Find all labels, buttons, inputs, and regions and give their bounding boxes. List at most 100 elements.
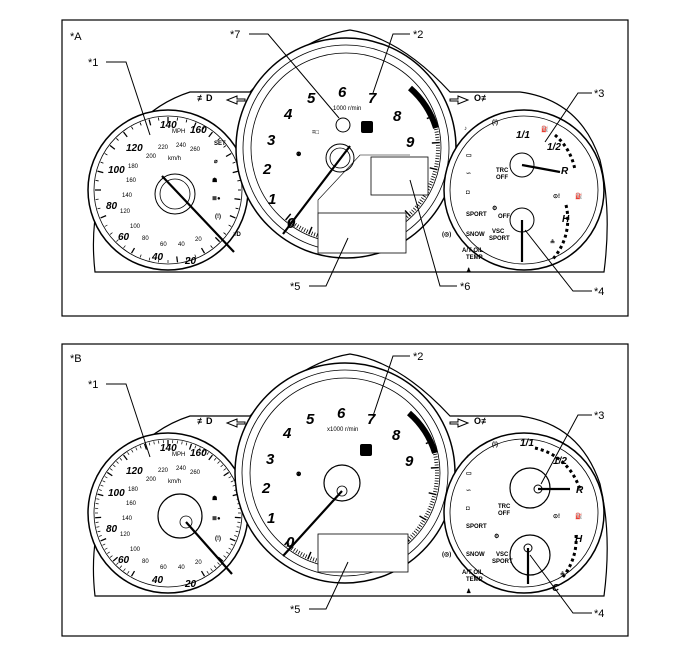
airbag-icon-a: ♟: [466, 267, 471, 274]
tacho-b-3: 3: [266, 451, 275, 468]
speedo-b-kmh-200: 200: [146, 477, 157, 483]
airbag-off-icon-b: [360, 444, 372, 456]
speedo-b-mph-160: 160: [190, 448, 207, 459]
callout-a-2: *2: [413, 29, 423, 41]
snow-label-b: SNOW: [466, 552, 485, 558]
speedo-a-hub: [160, 179, 190, 209]
speedo-b-kmh-60: 60: [160, 565, 167, 571]
sport-label-a: SPORT: [466, 212, 487, 218]
tachometer-b: 0 1 2 3 4 5 6 7 8 9 x1000 r/min ⚉: [235, 363, 455, 583]
fuel-a-reserve: R: [561, 166, 569, 177]
check-engine-icon-b: ◘: [466, 506, 470, 512]
seatbelt-lamp-icon: ☗: [212, 177, 217, 184]
at-oil-label-b: A/T OIL: [462, 570, 484, 576]
set-indicator: SET: [214, 141, 226, 147]
speedo-b-kmh-260: 260: [190, 470, 201, 476]
at-temp-label-a: TEMP: [466, 255, 483, 261]
vsc-off-icon-b: ⚙: [494, 533, 499, 540]
tacho-a-6: 6: [338, 84, 347, 101]
at-temp-label-b: TEMP: [466, 577, 483, 583]
airbag-off-icon: [361, 121, 373, 133]
speedo-b-kmh-80: 80: [142, 559, 149, 565]
coolant-temp-icon-b: ≗: [560, 571, 565, 578]
callout-a-3: *3: [594, 88, 604, 100]
tacho-b-2: 2: [261, 480, 271, 497]
door-open-icon-b: ⚉: [296, 471, 301, 478]
rear-fog-icon-a: O≢: [474, 93, 490, 103]
trc-label-b: TRC: [498, 504, 511, 510]
speedo-b-kmh-160: 160: [126, 501, 137, 507]
speedo-b-kmh-140: 140: [122, 516, 133, 522]
vsc-off-icon-a: ⚙: [492, 205, 497, 212]
battery-icon-b: ▭: [466, 471, 472, 477]
callout-a-5: *5: [290, 281, 300, 293]
speedo-a-mph-40: 40: [151, 252, 164, 263]
callout-a-7: *7: [230, 29, 240, 41]
coolant-temp-icon-a: ≗: [550, 239, 555, 246]
speedo-a-mph-120: 120: [126, 143, 143, 154]
fuel-a-full: 1/1: [516, 130, 530, 141]
speedo-b-mph-40: 40: [151, 575, 164, 586]
speedo-a-kmh-240: 240: [176, 143, 187, 149]
speedo-a-kmh-80: 80: [142, 236, 149, 242]
slip-indicator-icon-a: ♪: [464, 126, 467, 132]
speedo-a-kmh-120: 120: [120, 209, 131, 215]
tire-pressure-icon-b: (!): [215, 536, 221, 542]
speedo-a-mph-80: 80: [106, 201, 118, 212]
callout-a-6: *6: [460, 281, 470, 293]
cruise-icon: ⌀: [214, 159, 218, 165]
door-open-icon: ⚉: [296, 151, 301, 158]
speedo-b-mph-unit: MPH: [172, 452, 185, 458]
speedo-b-kmh-240: 240: [176, 466, 187, 472]
tacho-b-4: 4: [282, 425, 292, 442]
callout-b-2: *2: [413, 351, 423, 363]
front-fog-icon-b: ≢D: [197, 416, 213, 426]
airbag-icon-b: ♟: [466, 588, 471, 595]
speedo-a-mph-160: 160: [190, 125, 207, 136]
speedo-b-kmh-220: 220: [158, 468, 169, 474]
speedo-b-mph-80: 80: [106, 524, 118, 535]
at-oil-label-a: A/T OIL: [462, 248, 484, 254]
tacho-a-1: 1: [268, 191, 276, 208]
speedo-b-kmh-100: 100: [130, 547, 141, 553]
callout-b-3: *3: [594, 410, 604, 422]
speedo-a-mph-unit: MPH: [172, 129, 185, 135]
panel-b-label: *B: [70, 353, 82, 365]
speedo-b-mph-100: 100: [108, 488, 125, 499]
speedo-a-mph-100: 100: [108, 165, 125, 176]
speedo-a-kmh-60: 60: [160, 242, 167, 248]
tacho-b-8: 8: [392, 427, 401, 444]
speedo-b-kmh-180: 180: [128, 487, 139, 493]
tacho-a-8: 8: [393, 108, 402, 125]
tacho-b-1: 1: [267, 510, 275, 527]
vsc-sport-label-a: SPORT: [489, 236, 510, 242]
abs-icon-a: (◎): [442, 232, 451, 238]
speedo-a-mph-20: 20: [184, 256, 197, 267]
vsc-label-b: VSC: [496, 552, 509, 558]
snow-label-a: SNOW: [466, 232, 485, 238]
key-icon: =□: [312, 130, 320, 136]
tacho-a-2: 2: [262, 161, 272, 178]
light-indicator-icon: ≡D: [233, 232, 242, 238]
battery-icon-a: ▭: [466, 153, 472, 159]
speedo-a-kmh-160: 160: [126, 178, 137, 184]
speedo-a-kmh-220: 220: [158, 145, 169, 151]
speedo-b-kmh-40: 40: [178, 565, 185, 571]
tacho-a-warning-circle: [336, 118, 350, 132]
multi-info-display-a: [318, 213, 406, 253]
panel-b: *B 140 160 120 100 80 60 40 20 MPH 200 2…: [62, 344, 628, 636]
check-engine-icon-a: ◘: [466, 190, 470, 196]
tacho-b-7: 7: [367, 411, 376, 428]
tacho-b-unit: x1000 r/min: [327, 427, 358, 433]
speedo-b-kmh-120: 120: [120, 532, 131, 538]
tacho-a-5: 5: [307, 90, 316, 107]
panel-a-label: *A: [70, 31, 82, 43]
speedo-b-mph-120: 120: [126, 466, 143, 477]
callout-b-5: *5: [290, 604, 300, 616]
vsc-sport-label-b: SPORT: [492, 559, 513, 565]
fuel-a-half: 1/2: [547, 142, 561, 153]
rear-fog-icon-b: O≢: [474, 416, 490, 426]
fuel-temp-gauge-b: 1/1 1/2 R H C ⊙! ⛽ ≗ (!) ♪ ▭ ∽ ◘ TRC OFF…: [442, 433, 604, 595]
tacho-a-3: 3: [267, 132, 276, 149]
callout-a-4: *4: [594, 286, 604, 298]
